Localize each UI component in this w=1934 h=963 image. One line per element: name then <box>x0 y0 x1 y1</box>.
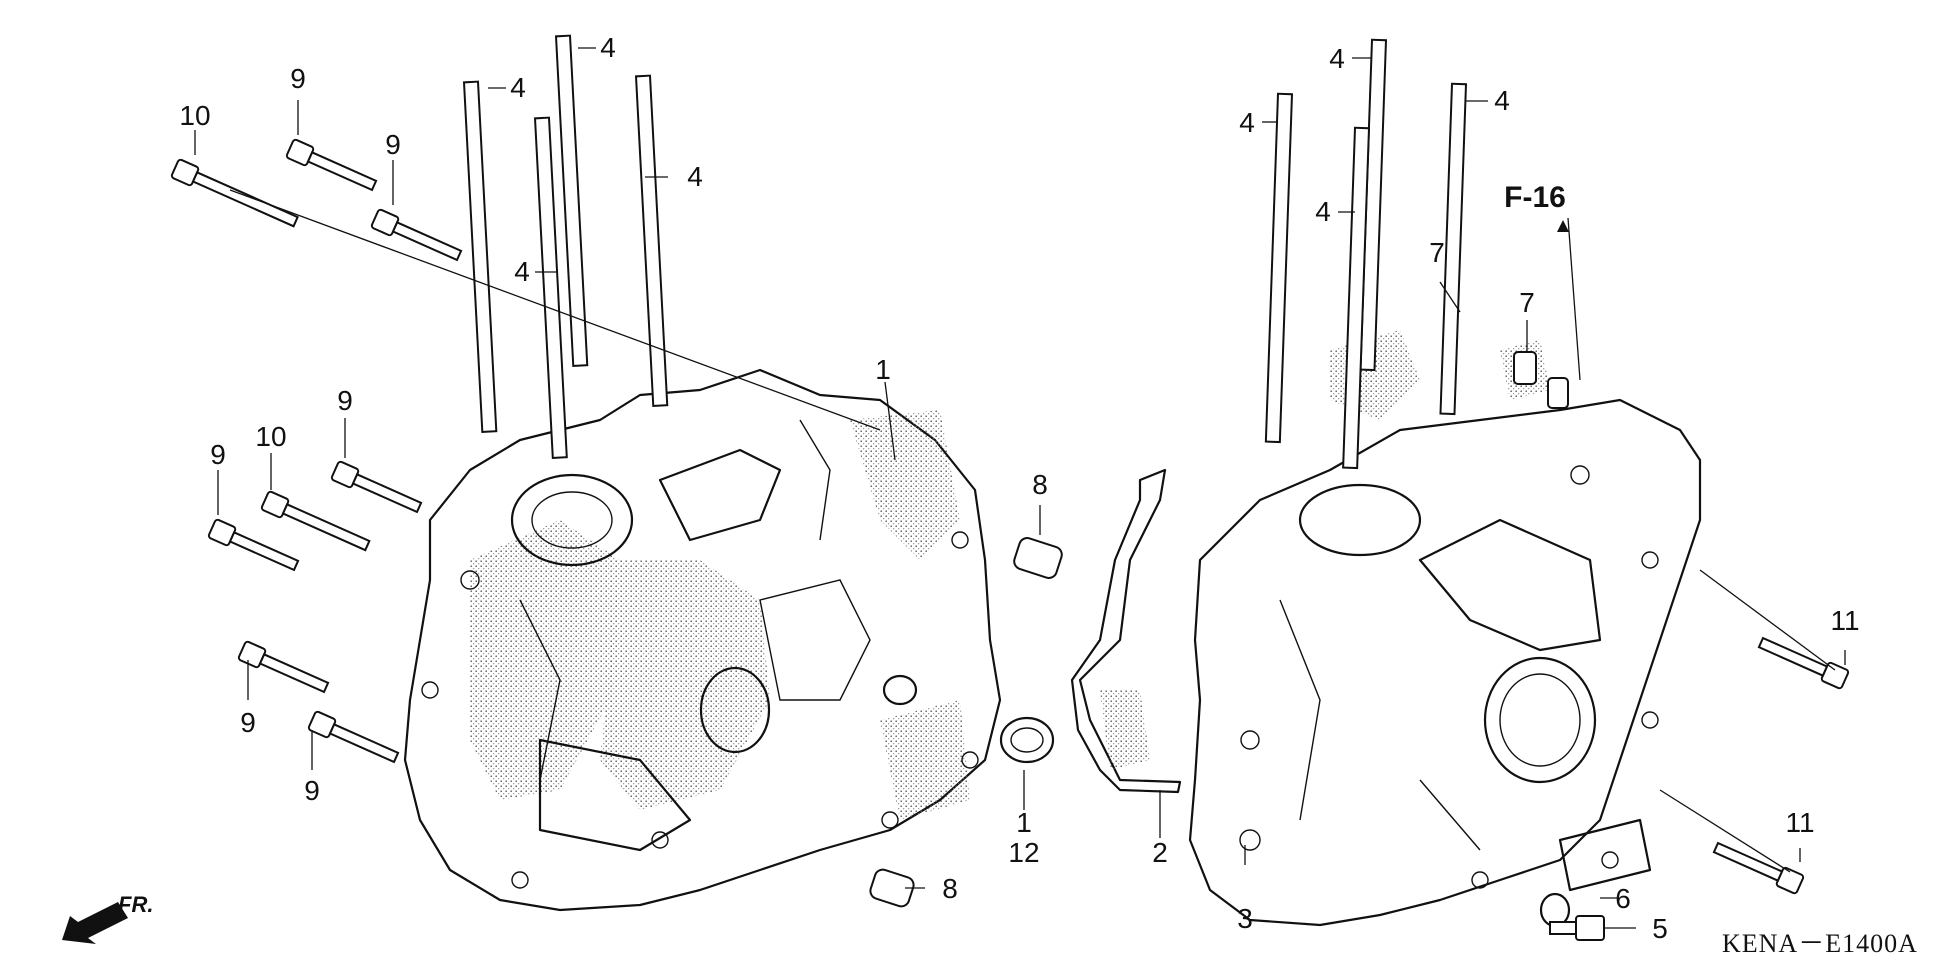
callout-11: 11 <box>1785 807 1814 838</box>
reference-f16-label: F-16 <box>1504 181 1566 214</box>
leader-lines <box>194 47 1846 929</box>
callout-2: 2 <box>1152 837 1168 868</box>
callout-4: 4 <box>514 256 530 287</box>
callout-10: 10 <box>255 421 286 452</box>
callout-9: 9 <box>240 707 256 738</box>
left-crankcase <box>403 368 1002 912</box>
reference-labels: F-16 KENA－E1400A <box>1504 181 1918 958</box>
callout-9: 9 <box>304 775 320 806</box>
callout-7: 7 <box>1519 287 1535 318</box>
callout-5: 5 <box>1652 913 1668 944</box>
callout-4: 4 <box>687 161 703 192</box>
reference-arrow-icon <box>1557 220 1569 232</box>
callout-9: 9 <box>385 129 401 160</box>
callout-9: 9 <box>210 439 226 470</box>
callout-4: 4 <box>510 72 526 103</box>
callout-1: 1 <box>1016 807 1032 838</box>
callout-11: 11 <box>1830 605 1859 636</box>
callout-4: 4 <box>600 32 616 63</box>
callout-4: 4 <box>1329 43 1345 74</box>
stud-bolts <box>462 34 1468 470</box>
callout-numbers: 10 9 9 4 4 4 4 1 9 10 9 8 9 9 1 12 8 2 3… <box>179 32 1859 944</box>
callout-6: 6 <box>1615 883 1631 914</box>
callout-3: 3 <box>1237 903 1253 934</box>
diagram-code-label: KENA－E1400A <box>1722 929 1918 958</box>
front-label: FR. <box>118 892 153 917</box>
callout-4: 4 <box>1315 196 1331 227</box>
callout-10: 10 <box>179 100 210 131</box>
callout-8: 8 <box>1032 469 1048 500</box>
callout-12: 12 <box>1008 837 1039 868</box>
callout-9: 9 <box>290 63 306 94</box>
callout-4: 4 <box>1239 107 1255 138</box>
callout-7: 7 <box>1429 237 1445 268</box>
dowels-and-bearing <box>869 537 1605 941</box>
callout-1: 1 <box>875 354 891 385</box>
callout-9: 9 <box>337 385 353 416</box>
front-direction-arrow: FR. <box>62 892 153 944</box>
crankcase-gasket <box>1070 468 1182 794</box>
callout-4: 4 <box>1494 85 1510 116</box>
callout-8: 8 <box>942 873 958 904</box>
flange-bolts <box>170 138 1850 895</box>
